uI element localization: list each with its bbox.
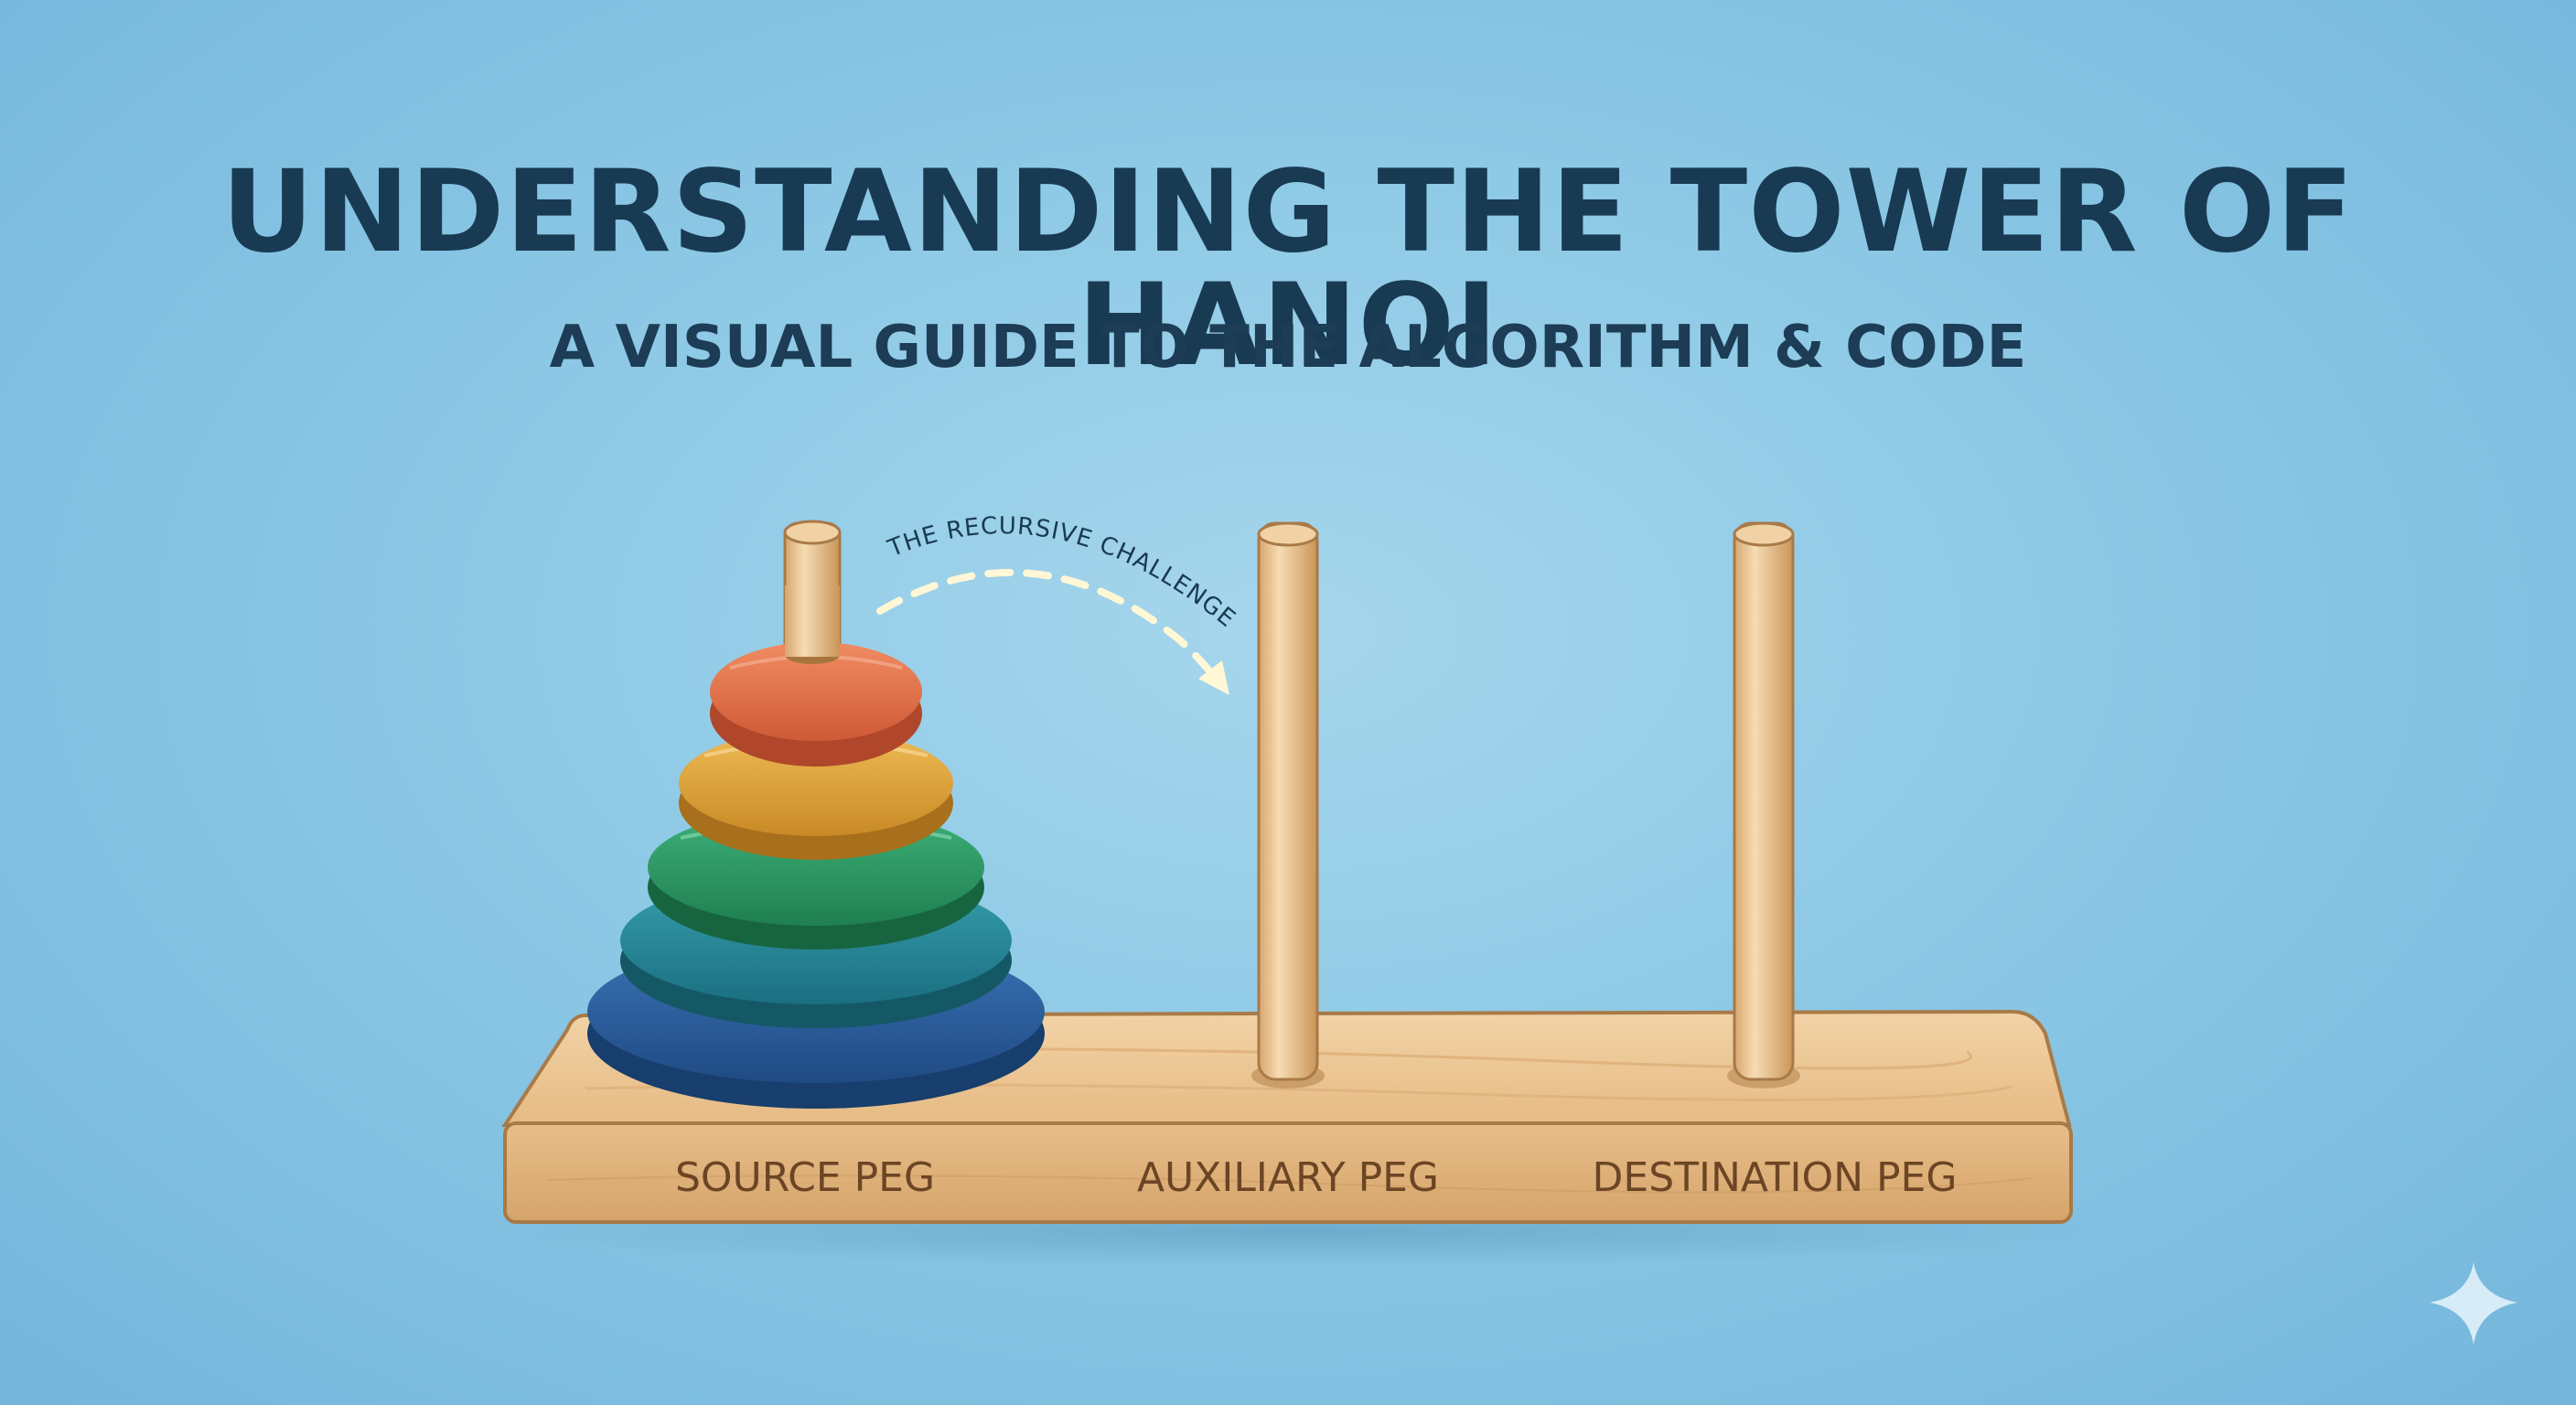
disk-2: [679, 730, 953, 860]
source-peg-label: SOURCE PEG: [675, 1154, 935, 1201]
auxiliary-peg-label: AUXILIARY PEG: [1137, 1154, 1439, 1201]
auxiliary-peg: [1251, 521, 1325, 1089]
arrow-label: THE RECURSIVE CHALLENGE: [884, 512, 1240, 633]
disk-1: [710, 585, 922, 767]
sparkle-icon: [2430, 1262, 2517, 1345]
disk-stack: [587, 585, 1045, 1109]
svg-text:THE RECURSIVE CHALLENGE: THE RECURSIVE CHALLENGE: [884, 512, 1241, 633]
page-subtitle: A VISUAL GUIDE TO THE ALGORITHM & CODE: [549, 314, 2027, 381]
arrowhead-icon: [1198, 660, 1229, 695]
destination-peg: [1727, 521, 1800, 1089]
page-title: UNDERSTANDING THE TOWER OF HANOI: [221, 146, 2355, 391]
destination-peg-label: DESTINATION PEG: [1593, 1154, 1958, 1201]
recursive-arrow: THE RECURSIVE CHALLENGE: [876, 512, 1241, 695]
